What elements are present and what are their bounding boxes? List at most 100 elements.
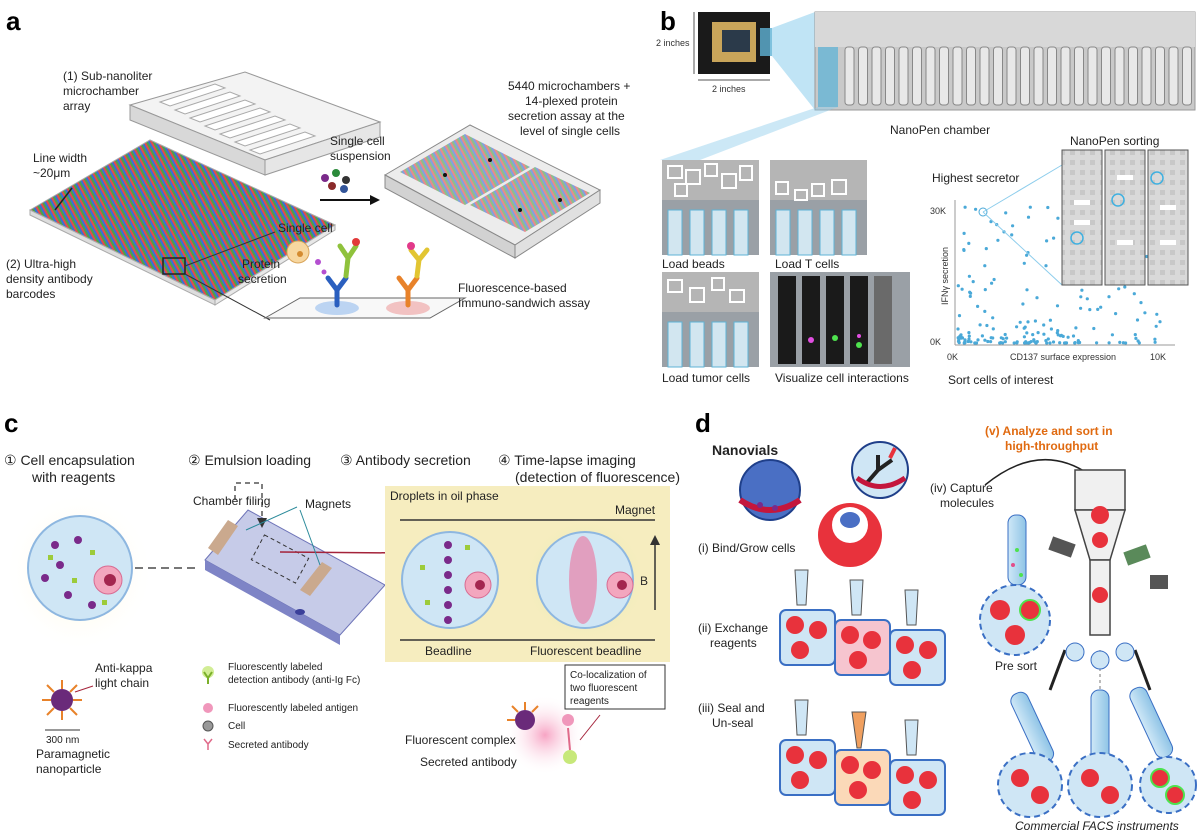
step-iv-line1: (iv) Capture xyxy=(930,481,993,495)
scatter-point xyxy=(1042,323,1046,327)
scatter-point xyxy=(1011,224,1015,228)
scatter-point xyxy=(956,327,960,331)
step3-c: ③ Antibody secretion xyxy=(340,452,471,468)
scatter-point xyxy=(1031,333,1035,337)
scatter-point xyxy=(1033,319,1037,323)
step2-line3: barcodes xyxy=(6,287,55,301)
scatter-point xyxy=(1143,311,1147,315)
nanopen-sorting-label: NanoPen sorting xyxy=(1070,134,1159,148)
scatter-point xyxy=(1003,340,1007,344)
result-line2: 14-plexed protein xyxy=(525,94,618,108)
scatter-point xyxy=(1062,341,1067,345)
legend-antigen: Fluorescently labeled antigen xyxy=(228,703,358,714)
paramagnetic-line1: Paramagnetic xyxy=(36,747,110,761)
cell-suspension-dots xyxy=(321,169,350,193)
nanopen-chamber xyxy=(898,46,909,106)
nanopen-chamber xyxy=(1101,46,1111,106)
nanopen-chamber xyxy=(1168,46,1179,106)
scatter-point xyxy=(1088,308,1092,312)
scatter-point xyxy=(1005,336,1009,340)
zoom-beam-1 xyxy=(772,12,815,110)
scatter-point xyxy=(983,288,987,292)
scatter-point xyxy=(1021,302,1025,306)
legend-secreted-antibody: Secreted antibody xyxy=(228,740,309,751)
step2-c: ② Emulsion loading xyxy=(188,452,311,468)
scatter-point xyxy=(999,341,1003,345)
nanopen-chamber xyxy=(858,46,868,106)
panel-a: a (1) Sub-nanoli xyxy=(6,6,630,321)
scatter-point xyxy=(1056,216,1060,220)
step4-c-line2: (detection of fluorescence) xyxy=(515,469,680,485)
nanopen-chamber xyxy=(885,46,895,106)
scatter-point xyxy=(968,294,972,298)
scatter-point xyxy=(991,336,995,340)
nanopen-chamber xyxy=(1074,46,1084,106)
scatter-point xyxy=(1074,326,1078,330)
seal-unseal xyxy=(779,699,946,816)
colocalization-line3: reagents xyxy=(570,696,609,707)
nanopen-chamber xyxy=(1087,46,1098,106)
scatter-point xyxy=(1107,295,1111,299)
highest-secretor-label: Highest secretor xyxy=(932,171,1019,185)
scatter-point xyxy=(1048,318,1052,322)
nanopen-chamber xyxy=(1020,46,1030,106)
nanopen-sorting-images xyxy=(1061,149,1189,286)
nanopen-chamber xyxy=(952,46,963,106)
microchamber-array xyxy=(128,71,382,176)
nanopen-chamber xyxy=(1114,46,1125,106)
scatter-point xyxy=(983,309,987,313)
scatter-point xyxy=(966,339,970,344)
scatter-point xyxy=(983,338,987,342)
x-tick-10k: 10K xyxy=(1150,352,1166,362)
scatter-point xyxy=(990,281,994,285)
nanopen-chamber xyxy=(1047,46,1057,106)
y-tick-30k: 30K xyxy=(930,206,946,216)
sort-cells-label: Sort cells of interest xyxy=(948,373,1054,387)
magnet-label: Magnet xyxy=(615,503,656,517)
scatter-point xyxy=(1096,307,1100,311)
scatter-point xyxy=(962,248,966,252)
scatter-point xyxy=(1055,304,1060,308)
protein-secretion-line2: secretion xyxy=(238,272,287,286)
line-width-label: Line width xyxy=(33,151,87,165)
scatter-point xyxy=(1025,253,1029,257)
scatter-point xyxy=(1026,341,1031,345)
beadline-droplet xyxy=(401,531,499,629)
sorted-outputs xyxy=(997,686,1197,818)
scatter-point xyxy=(1022,261,1026,265)
nanopen-chamber xyxy=(979,46,990,106)
scatter-point xyxy=(1034,341,1038,345)
scatter-point xyxy=(967,331,971,335)
scatter-point xyxy=(1032,338,1036,342)
anti-kappa-line2: light chain xyxy=(95,676,149,690)
scatter-point xyxy=(1132,292,1136,296)
paramagnetic-line2: nanoparticle xyxy=(36,762,102,776)
load-beads-image xyxy=(662,160,759,256)
scatter-point xyxy=(1117,287,1121,291)
nanopen-chamber xyxy=(871,46,882,106)
scatter-point xyxy=(969,291,973,295)
immuno-sandwich-inset xyxy=(263,238,467,319)
scatter-point xyxy=(984,247,988,251)
step1-line1: (1) Sub-nanoliter xyxy=(63,69,152,83)
scatter-point xyxy=(1049,327,1053,331)
secreted-antibody-label: Secreted antibody xyxy=(420,755,517,769)
scatter-point xyxy=(1058,334,1063,338)
size-300nm: 300 nm xyxy=(46,735,79,746)
scatter-point xyxy=(1045,341,1049,345)
panel-c-letter: c xyxy=(4,408,18,438)
beadline-label: Beadline xyxy=(425,644,472,658)
pre-sort-label: Pre sort xyxy=(995,659,1038,673)
scatter-point xyxy=(956,339,961,343)
scatter-point xyxy=(967,241,971,245)
fluorescent-beadline-label: Fluorescent beadline xyxy=(530,644,642,658)
scatter-point xyxy=(1015,340,1019,344)
scatter-point xyxy=(1092,326,1096,331)
scatter-point xyxy=(1071,334,1076,338)
scatter-point xyxy=(1003,332,1007,337)
step-v-line2: high-throughput xyxy=(1005,439,1098,453)
step4-c-line1: ④ Time-lapse imaging xyxy=(498,452,636,468)
line-width-value: ~20μm xyxy=(33,166,70,180)
step1-c-line1: ① Cell encapsulation xyxy=(4,452,135,468)
